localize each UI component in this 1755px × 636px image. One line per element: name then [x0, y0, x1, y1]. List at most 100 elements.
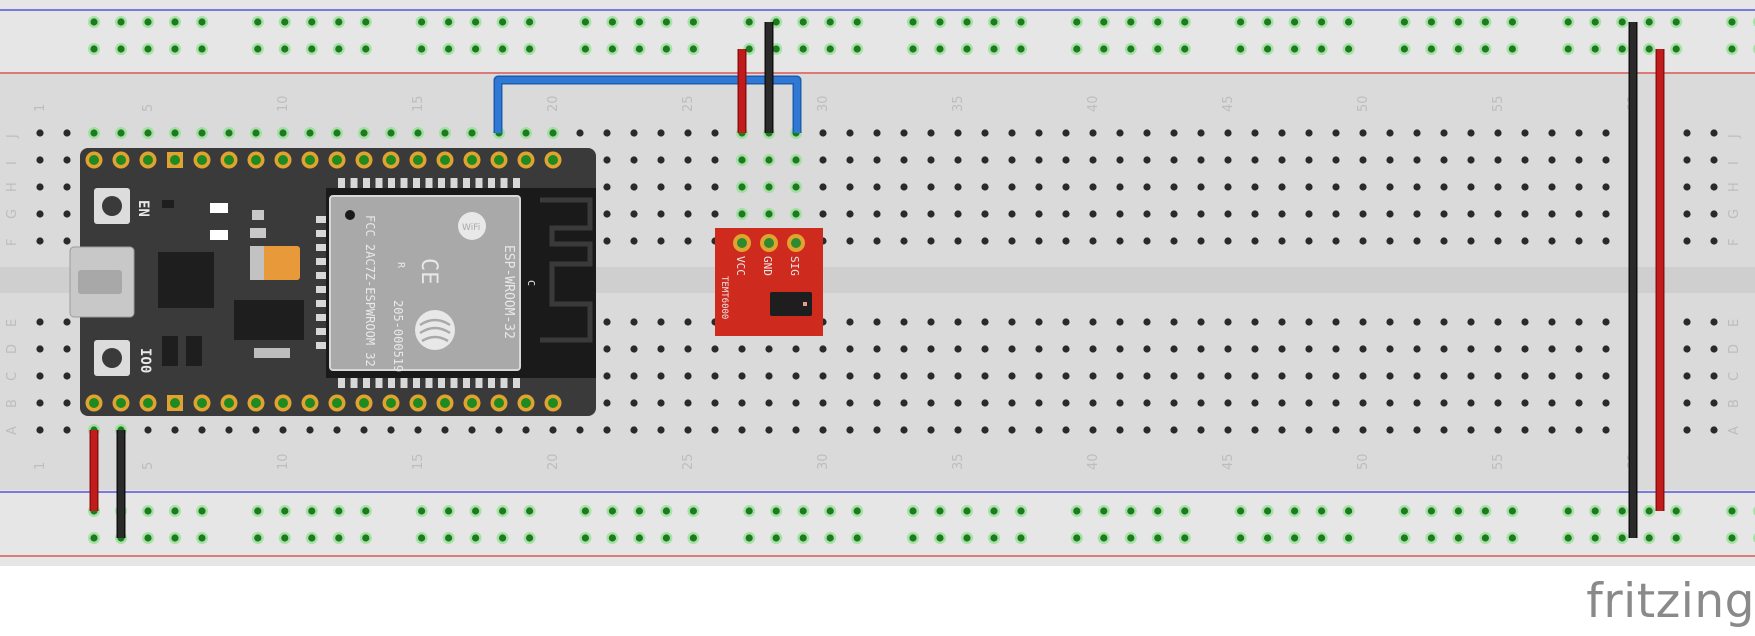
- breadboard-hole[interactable]: [171, 129, 179, 137]
- breadboard-hole[interactable]: [1683, 156, 1691, 164]
- breadboard-hole[interactable]: [414, 129, 422, 137]
- breadboard-hole[interactable]: [711, 372, 719, 380]
- breadboard-hole[interactable]: [1602, 426, 1610, 434]
- breadboard-hole[interactable]: [144, 129, 152, 137]
- breadboard-hole[interactable]: [495, 426, 503, 434]
- breadboard-hole[interactable]: [846, 372, 854, 380]
- breadboard-hole[interactable]: [1575, 210, 1583, 218]
- breadboard-hole[interactable]: [1008, 210, 1016, 218]
- breadboard-hole[interactable]: [846, 399, 854, 407]
- breadboard-hole[interactable]: [1508, 45, 1516, 53]
- breadboard-hole[interactable]: [418, 45, 426, 53]
- breadboard-hole[interactable]: [198, 129, 206, 137]
- breadboard-hole[interactable]: [657, 399, 665, 407]
- breadboard-hole[interactable]: [1332, 210, 1340, 218]
- breadboard-hole[interactable]: [171, 534, 179, 542]
- breadboard-hole[interactable]: [1062, 129, 1070, 137]
- breadboard-hole[interactable]: [1251, 156, 1259, 164]
- breadboard-hole[interactable]: [468, 129, 476, 137]
- breadboard-hole[interactable]: [630, 345, 638, 353]
- breadboard-hole[interactable]: [819, 129, 827, 137]
- breadboard-hole[interactable]: [1548, 129, 1556, 137]
- breadboard-hole[interactable]: [1575, 183, 1583, 191]
- breadboard-hole[interactable]: [900, 318, 908, 326]
- breadboard-hole[interactable]: [662, 534, 671, 542]
- breadboard-hole[interactable]: [1564, 45, 1572, 53]
- breadboard-hole[interactable]: [252, 426, 260, 434]
- breadboard-hole[interactable]: [1683, 345, 1691, 353]
- breadboard-hole[interactable]: [1264, 534, 1272, 542]
- breadboard-hole[interactable]: [335, 18, 343, 26]
- breadboard-hole[interactable]: [738, 372, 746, 380]
- breadboard-hole[interactable]: [954, 210, 962, 218]
- breadboard-hole[interactable]: [1548, 372, 1556, 380]
- breadboard-hole[interactable]: [981, 237, 989, 245]
- breadboard-hole[interactable]: [1440, 345, 1448, 353]
- breadboard-hole[interactable]: [1305, 129, 1313, 137]
- breadboard-hole[interactable]: [927, 372, 935, 380]
- breadboard-hole[interactable]: [1224, 372, 1232, 380]
- breadboard-hole[interactable]: [1591, 18, 1599, 26]
- breadboard-hole[interactable]: [792, 156, 800, 164]
- breadboard-hole[interactable]: [63, 345, 71, 353]
- breadboard-hole[interactable]: [1224, 426, 1232, 434]
- breadboard-hole[interactable]: [1645, 534, 1653, 542]
- breadboard-hole[interactable]: [1197, 318, 1205, 326]
- breadboard-hole[interactable]: [36, 129, 44, 137]
- breadboard-hole[interactable]: [1127, 18, 1135, 26]
- breadboard-hole[interactable]: [1386, 210, 1394, 218]
- breadboard-hole[interactable]: [963, 45, 971, 53]
- breadboard-hole[interactable]: [1278, 318, 1286, 326]
- breadboard-hole[interactable]: [1305, 237, 1313, 245]
- breadboard-hole[interactable]: [36, 426, 44, 434]
- breadboard-hole[interactable]: [630, 210, 638, 218]
- breadboard-hole[interactable]: [819, 399, 827, 407]
- breadboard-hole[interactable]: [1427, 534, 1435, 542]
- breadboard-hole[interactable]: [1672, 507, 1680, 515]
- breadboard-hole[interactable]: [1318, 507, 1326, 515]
- breadboard-hole[interactable]: [36, 372, 44, 380]
- breadboard-hole[interactable]: [468, 426, 476, 434]
- breadboard-hole[interactable]: [1318, 534, 1326, 542]
- breadboard-hole[interactable]: [1413, 399, 1421, 407]
- breadboard-hole[interactable]: [1508, 18, 1516, 26]
- breadboard-hole[interactable]: [772, 534, 780, 542]
- breadboard-hole[interactable]: [954, 129, 962, 137]
- breadboard-hole[interactable]: [360, 129, 368, 137]
- breadboard-hole[interactable]: [873, 210, 881, 218]
- breadboard-hole[interactable]: [1591, 534, 1599, 542]
- breadboard-hole[interactable]: [1116, 183, 1124, 191]
- breadboard-hole[interactable]: [1197, 399, 1205, 407]
- breadboard-hole[interactable]: [1035, 129, 1043, 137]
- breadboard-hole[interactable]: [603, 237, 611, 245]
- breadboard-hole[interactable]: [1359, 210, 1367, 218]
- breadboard-hole[interactable]: [1575, 237, 1583, 245]
- breadboard-hole[interactable]: [1154, 45, 1162, 53]
- breadboard-hole[interactable]: [954, 237, 962, 245]
- breadboard-hole[interactable]: [549, 426, 557, 434]
- breadboard-hole[interactable]: [499, 18, 507, 26]
- breadboard-hole[interactable]: [1278, 183, 1286, 191]
- breadboard-hole[interactable]: [1035, 399, 1043, 407]
- breadboard-hole[interactable]: [1454, 18, 1462, 26]
- breadboard-hole[interactable]: [445, 507, 453, 515]
- breadboard-hole[interactable]: [90, 45, 98, 53]
- breadboard-hole[interactable]: [909, 45, 917, 53]
- breadboard-hole[interactable]: [1494, 399, 1502, 407]
- breadboard-hole[interactable]: [1197, 372, 1205, 380]
- breadboard-hole[interactable]: [1170, 426, 1178, 434]
- breadboard-hole[interactable]: [684, 372, 692, 380]
- breadboard-hole[interactable]: [1548, 426, 1556, 434]
- breadboard-hole[interactable]: [1251, 237, 1259, 245]
- breadboard-hole[interactable]: [1683, 399, 1691, 407]
- breadboard-hole[interactable]: [635, 534, 644, 542]
- breadboard-hole[interactable]: [522, 129, 530, 137]
- breadboard-hole[interactable]: [1305, 372, 1313, 380]
- breadboard-hole[interactable]: [1710, 345, 1718, 353]
- breadboard-hole[interactable]: [1683, 237, 1691, 245]
- breadboard-hole[interactable]: [927, 318, 935, 326]
- breadboard-hole[interactable]: [198, 534, 206, 542]
- breadboard-hole[interactable]: [846, 237, 854, 245]
- breadboard-hole[interactable]: [1116, 210, 1124, 218]
- breadboard-hole[interactable]: [1481, 534, 1489, 542]
